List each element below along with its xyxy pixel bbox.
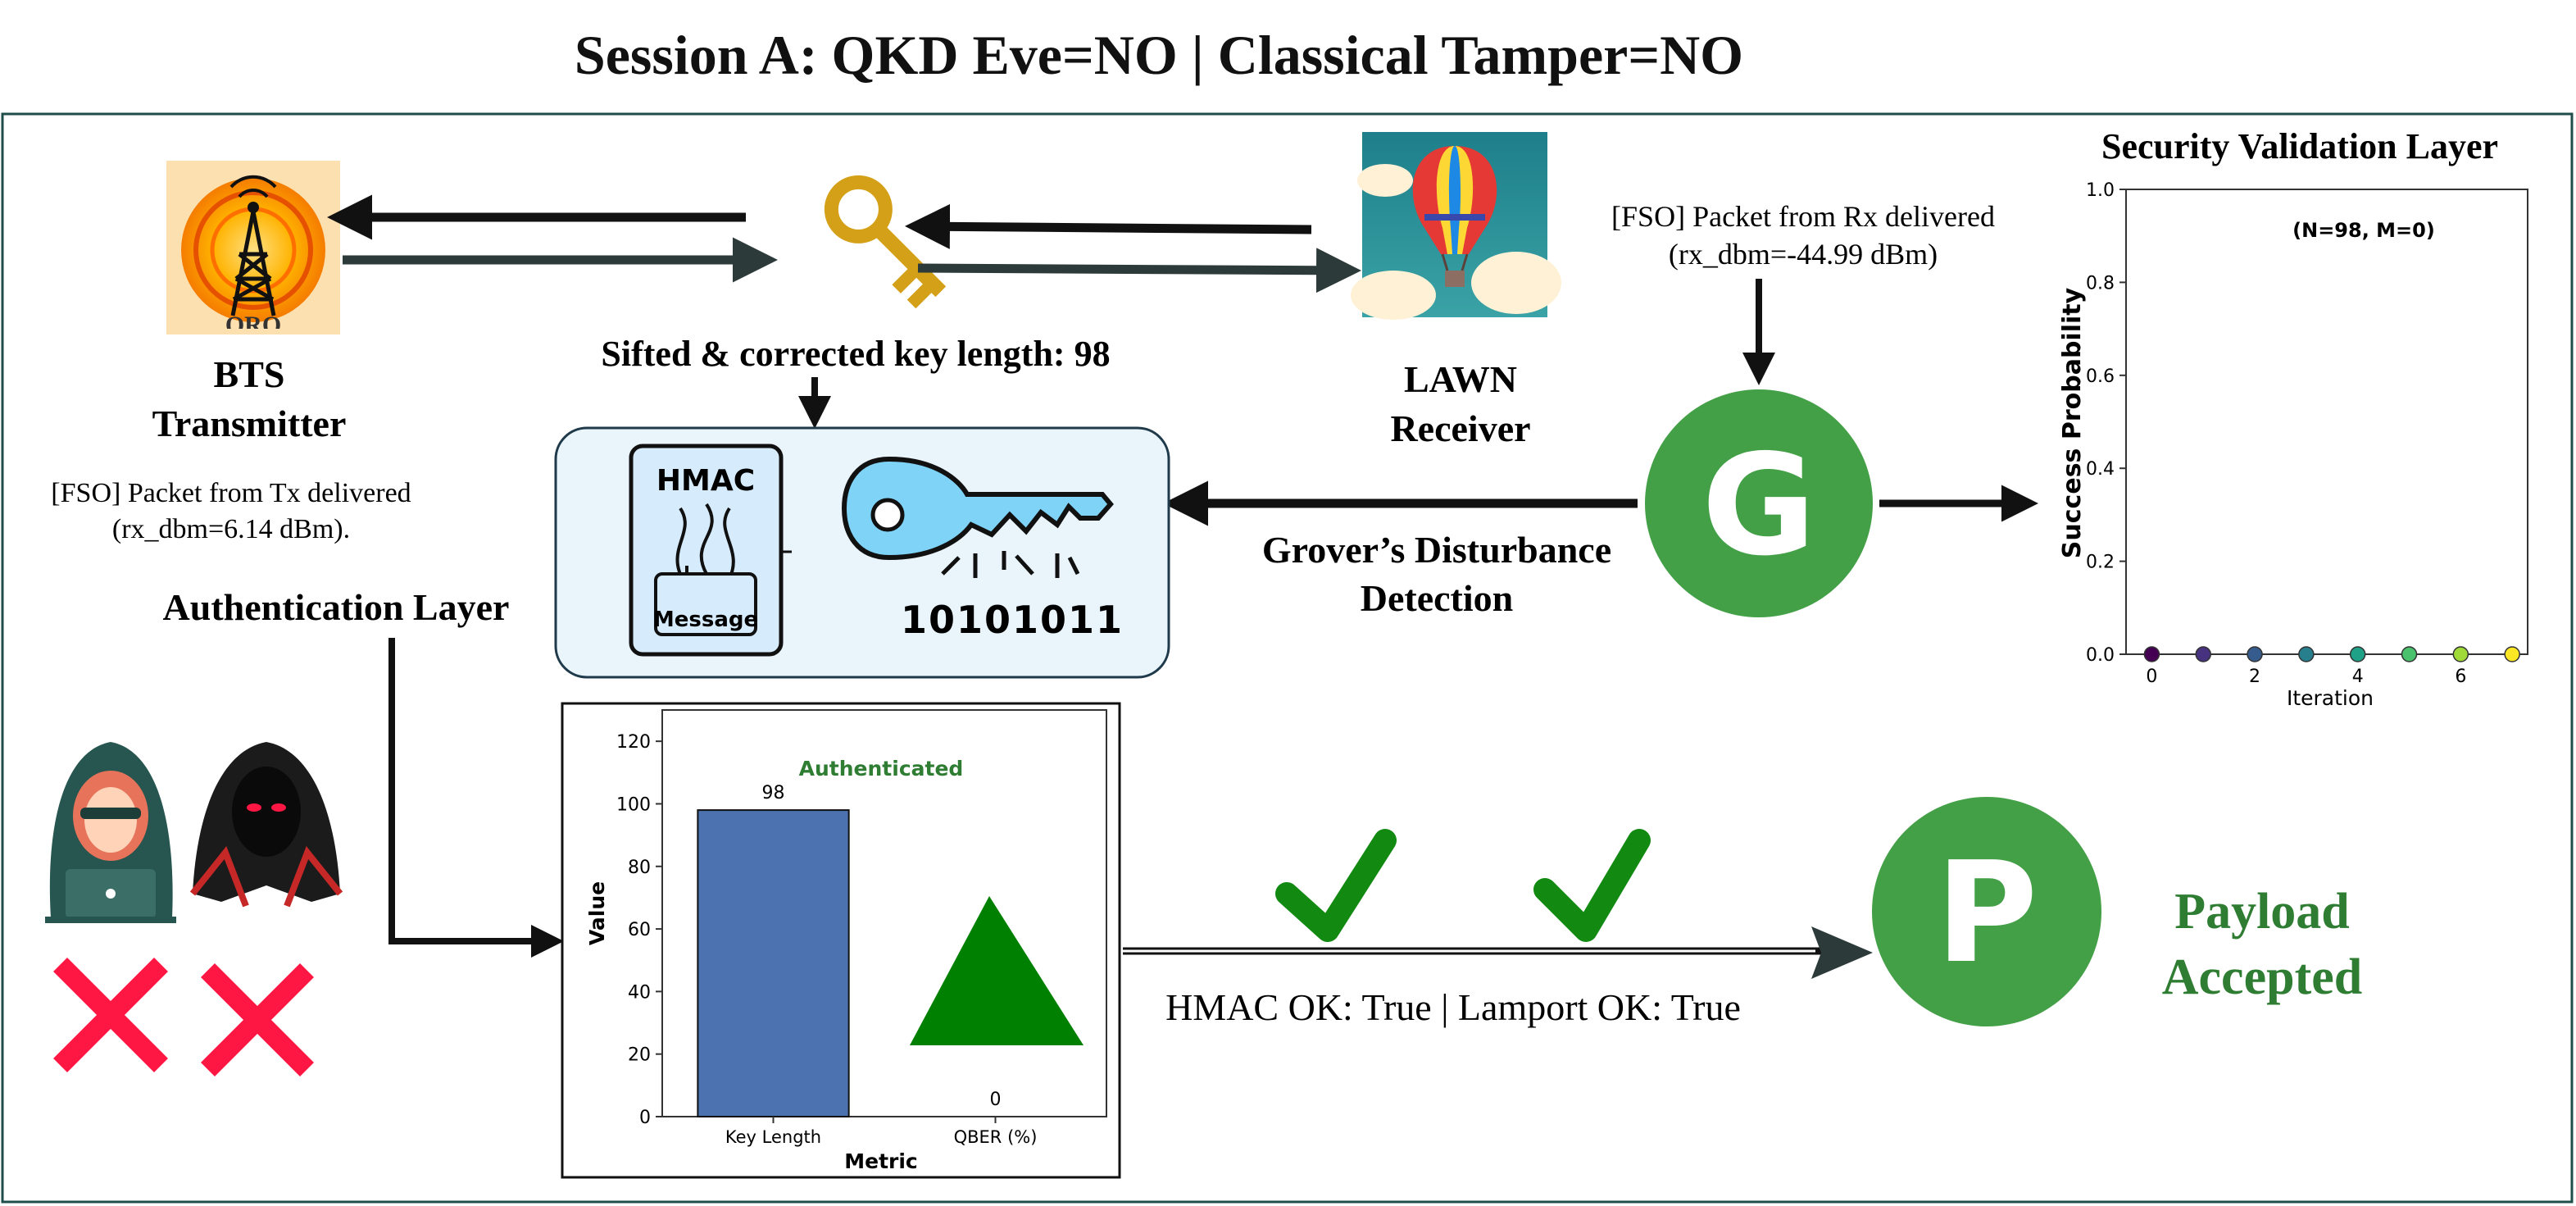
auth-chart-bar-value-label: 0 <box>990 1090 1002 1110</box>
security-chart-ytick-label: 1.0 <box>2086 180 2115 201</box>
green-checkmark-icon-2 <box>1533 829 1651 942</box>
payload-status-line2: Accepted <box>2162 949 2362 1005</box>
lawn-title-line2: Receiver <box>1390 407 1530 449</box>
green-checkmark-icon <box>1275 829 1397 942</box>
security-chart-point <box>2452 646 2469 662</box>
arrow-auth-layer-to-chart <box>388 638 564 958</box>
auth-chart-category-label: Key Length <box>725 1127 821 1147</box>
security-chart-ytick-label: 0.2 <box>2086 553 2115 573</box>
auth-chart-ytick-label: 100 <box>616 794 651 815</box>
auth-chart-ytick-label: 120 <box>616 732 651 753</box>
auth-chart-ytick-label: 60 <box>628 920 651 940</box>
diagram-title: Session A: QKD Eve=NO | Classical Tamper… <box>575 24 1743 86</box>
red-cross-icon-2 <box>201 963 314 1076</box>
qber-triangle-marker <box>910 896 1084 1045</box>
security-chart-plot-area <box>2125 189 2528 655</box>
security-chart-point <box>2143 646 2160 662</box>
security-chart-point <box>2504 646 2520 662</box>
key-length-label: Sifted & corrected key length: 98 <box>601 334 1110 374</box>
security-chart-point <box>2195 646 2211 662</box>
auth-chart-ylabel: Value <box>585 881 609 945</box>
hot-air-balloon-icon <box>1351 132 1561 320</box>
bts-title-line1: BTS <box>214 353 285 395</box>
security-chart-ytick-label: 0.4 <box>2086 459 2115 480</box>
hooded-attacker-icon <box>189 742 343 908</box>
security-chart-point <box>2247 646 2263 662</box>
security-chart-point <box>2349 646 2366 662</box>
security-chart-annotation: (N=98, M=0) <box>2292 219 2435 242</box>
fso-rx-line2: (rx_dbm=-44.99 dBm) <box>1669 238 1938 271</box>
security-chart-title: Security Validation Layer <box>2101 126 2498 166</box>
arrow-receiver-to-key <box>905 203 1312 249</box>
hmac-title: HMAC <box>656 464 755 498</box>
auth-chart-bar <box>697 809 850 1117</box>
payload-circle <box>1872 797 2101 1026</box>
verify-result-text: HMAC OK: True | Lamport OK: True <box>1165 986 1741 1028</box>
security-chart-xtick-label: 2 <box>2249 667 2260 687</box>
security-chart-xtick-label: 6 <box>2455 667 2466 687</box>
auth-chart: Authenticated Metric Value 0 20 40 60 80 100 1… <box>585 709 1107 1173</box>
red-cross-icon <box>53 958 168 1072</box>
diagram-frame <box>1 112 2574 1204</box>
security-chart-ytick-label: 0.0 <box>2086 645 2115 666</box>
auth-chart-ytick-label: 20 <box>628 1045 651 1066</box>
security-chart-xlabel: Iteration <box>2287 686 2374 710</box>
golden-key-icon <box>824 175 947 309</box>
security-chart-xtick-label: 0 <box>2146 667 2157 687</box>
fso-tx-line1: [FSO] Packet from Tx delivered <box>51 478 411 508</box>
auth-chart-plot-area <box>661 709 1107 1117</box>
grover-label-line2: Detection <box>1361 577 1513 619</box>
hacker-icon <box>45 742 176 923</box>
auth-chart-category-label: QBER (%) <box>954 1127 1038 1147</box>
fso-tx-line2: (rx_dbm=6.14 dBm). <box>112 514 350 544</box>
grover-label-line1: Grover’s Disturbance <box>1262 529 1611 571</box>
auth-chart-xlabel: Metric <box>844 1149 918 1173</box>
arrow-verify-head <box>1811 926 1873 979</box>
auth-chart-ytick-label: 40 <box>628 982 651 1003</box>
authentication-layer-label: Authentication Layer <box>163 586 510 628</box>
security-chart-point <box>2298 646 2315 662</box>
blue-key-icon: 10101011 <box>841 456 1124 642</box>
fso-rx-line1: [FSO] Packet from Rx delivered <box>1611 200 1995 233</box>
auth-chart-ytick-label: 80 <box>628 858 651 878</box>
lawn-title-line1: LAWN <box>1404 358 1517 400</box>
payload-status-line1: Payload <box>2174 884 2350 940</box>
tower-icon-caption: QRQ <box>225 312 281 339</box>
arrow-key-to-receiver <box>917 248 1361 294</box>
security-chart-point <box>2401 646 2418 662</box>
bts-title-line2: Transmitter <box>152 403 347 444</box>
payload-letter: P <box>1936 832 2038 994</box>
hmac-message-label: Message <box>653 608 758 632</box>
binary-bits-label: 10101011 <box>901 598 1124 642</box>
auth-chart-bar-value-label: 98 <box>762 783 785 803</box>
grover-detector-circle <box>1645 389 1873 617</box>
auth-chart-ytick-label: 0 <box>639 1108 651 1128</box>
security-chart-ytick-label: 0.8 <box>2086 273 2115 294</box>
hmac-document-icon: HMAC Message <box>629 444 792 657</box>
security-chart: Security Validation Layer (N=98, M=0) It… <box>2058 126 2528 710</box>
security-chart-xtick-label: 4 <box>2352 667 2364 687</box>
security-chart-ytick-label: 0.6 <box>2086 366 2115 387</box>
grover-detector-letter: G <box>1701 425 1816 587</box>
auth-chart-title: Authenticated <box>799 757 964 780</box>
cell-tower-icon: QRQ <box>166 161 340 339</box>
security-chart-ylabel: Success Probability <box>2058 287 2087 558</box>
